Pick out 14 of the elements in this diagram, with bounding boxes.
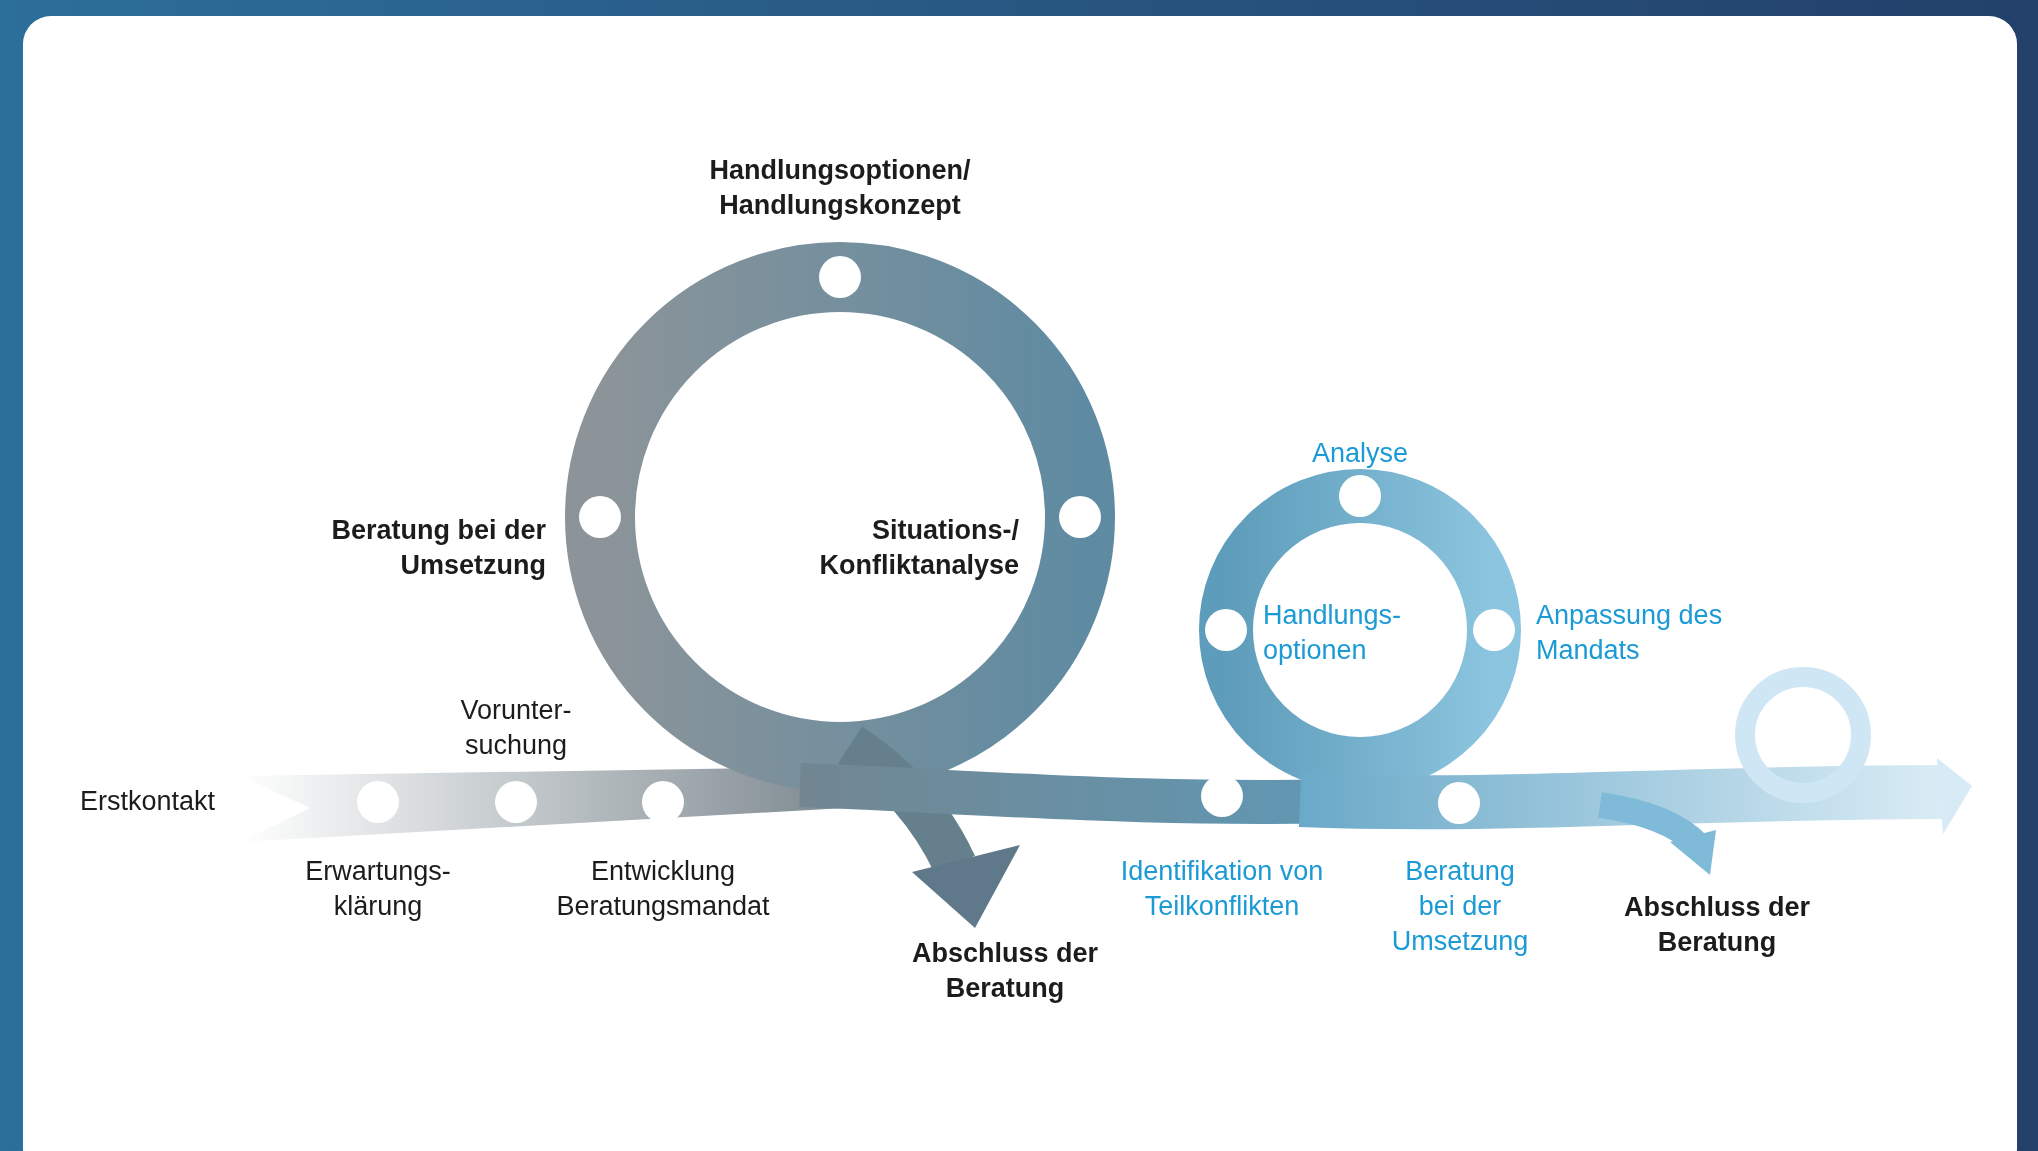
step-label: Vorunter- suchung [459,694,573,762]
step-label: Handlungs- optionen [1263,599,1403,667]
step-label: Entwicklung Beratungsmandat [555,855,771,923]
end-label: Abschluss der Beratung [1622,891,1812,959]
start-label: Erstkontakt [80,785,217,818]
step-label: Beratung bei der Umsetzung [1390,855,1530,958]
step-label: Handlungsoptionen/ Handlungskonzept [708,154,972,222]
end-label: Abschluss der Beratung [910,937,1100,1005]
step-label: Identifikation von Teilkonflikten [1119,855,1325,923]
step-label: Analyse [1310,437,1410,470]
step-label: Erwartungs- klärung [304,855,452,923]
step-label: Anpassung des Mandats [1536,599,1724,667]
step-label: Situations-/ Konfliktanalyse [818,514,1019,582]
step-label: Beratung bei der Umsetzung [330,514,546,582]
